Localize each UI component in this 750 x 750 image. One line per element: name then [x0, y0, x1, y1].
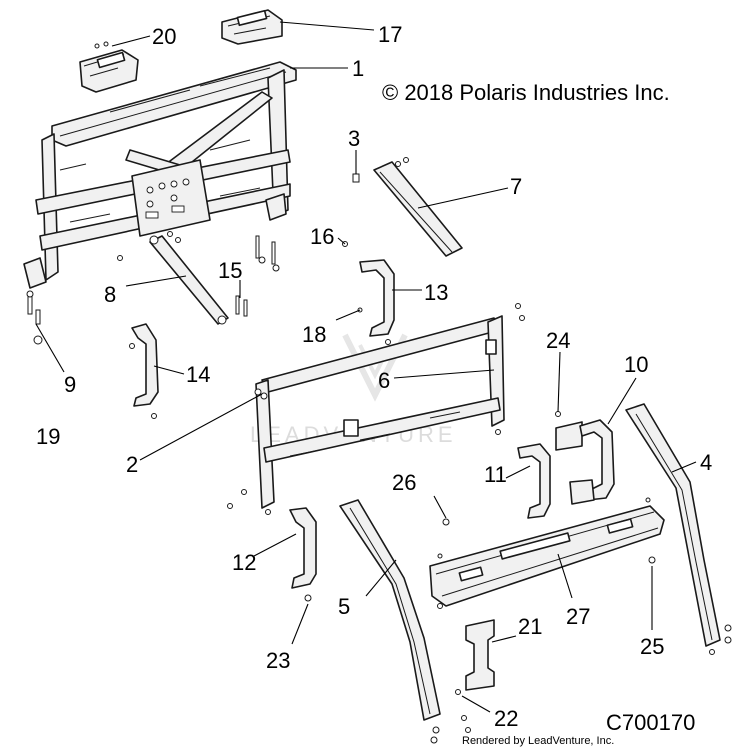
part-14-grab-handle [129, 323, 159, 419]
part-9-bolt [26, 290, 41, 325]
callout-17: 17 [378, 22, 402, 47]
part-4-upright [625, 403, 732, 655]
callout-7: 7 [510, 174, 522, 199]
part-22-fastener [455, 689, 471, 733]
callout-9: 9 [64, 372, 76, 397]
callout-18: 18 [302, 322, 326, 347]
part-3-nut [352, 173, 360, 183]
part-2-bolt [254, 388, 268, 400]
callout-22: 22 [494, 706, 518, 731]
part-26-fastener [442, 518, 450, 526]
part-1-cab-frame [23, 61, 297, 289]
callout-5: 5 [338, 594, 350, 619]
callout-24: 24 [546, 328, 570, 353]
callout-3: 3 [348, 126, 360, 151]
callout-12: 12 [232, 550, 256, 575]
callout-20: 20 [152, 24, 176, 49]
part-7-brace [373, 157, 463, 257]
callout-14: 14 [186, 362, 210, 387]
part-5-upright [339, 499, 443, 744]
part-15-bolt [235, 235, 280, 317]
callout-15: 15 [218, 258, 242, 283]
callout-4: 4 [700, 450, 712, 475]
part-6-rear-frame [227, 303, 525, 515]
part-25-fastener [648, 556, 656, 564]
callout-1: 1 [352, 56, 364, 81]
callout-8: 8 [104, 282, 116, 307]
copyright-notice: © 2018 Polaris Industries Inc. [382, 80, 670, 105]
callout-16: 16 [310, 224, 334, 249]
callout-23: 23 [266, 648, 290, 673]
part-19-nut [33, 335, 43, 345]
part-10-grab-handle [555, 419, 615, 505]
callout-11: 11 [484, 462, 507, 487]
callout-19: 19 [36, 424, 60, 449]
part-12-grab-handle [289, 507, 317, 589]
callout-26: 26 [392, 470, 416, 495]
part-21-bracket [465, 619, 495, 691]
part-11-grab-handle [517, 443, 551, 519]
callout-2: 2 [126, 452, 138, 477]
callout-6: 6 [378, 368, 390, 393]
part-27-rear-panel [429, 497, 665, 607]
callout-10: 10 [624, 352, 648, 377]
drawing-number: C700170 [606, 710, 695, 735]
part-17-light-housing [221, 9, 283, 45]
callout-labels: 1 2 3 4 5 6 7 8 9 10 11 12 13 14 15 16 1… [36, 22, 712, 731]
part-24-fastener [555, 411, 561, 417]
leader-lines [35, 21, 697, 713]
callout-27: 27 [566, 604, 590, 629]
callout-25: 25 [640, 634, 664, 659]
callout-21: 21 [518, 614, 542, 639]
part-20-light-housing [79, 41, 139, 93]
part-23-fastener [304, 594, 312, 602]
rendered-by-credit: Rendered by LeadVenture, Inc. [462, 735, 614, 747]
callout-13: 13 [424, 280, 448, 305]
part-8-brace [117, 231, 229, 325]
part-13-grab-handle [359, 259, 395, 345]
